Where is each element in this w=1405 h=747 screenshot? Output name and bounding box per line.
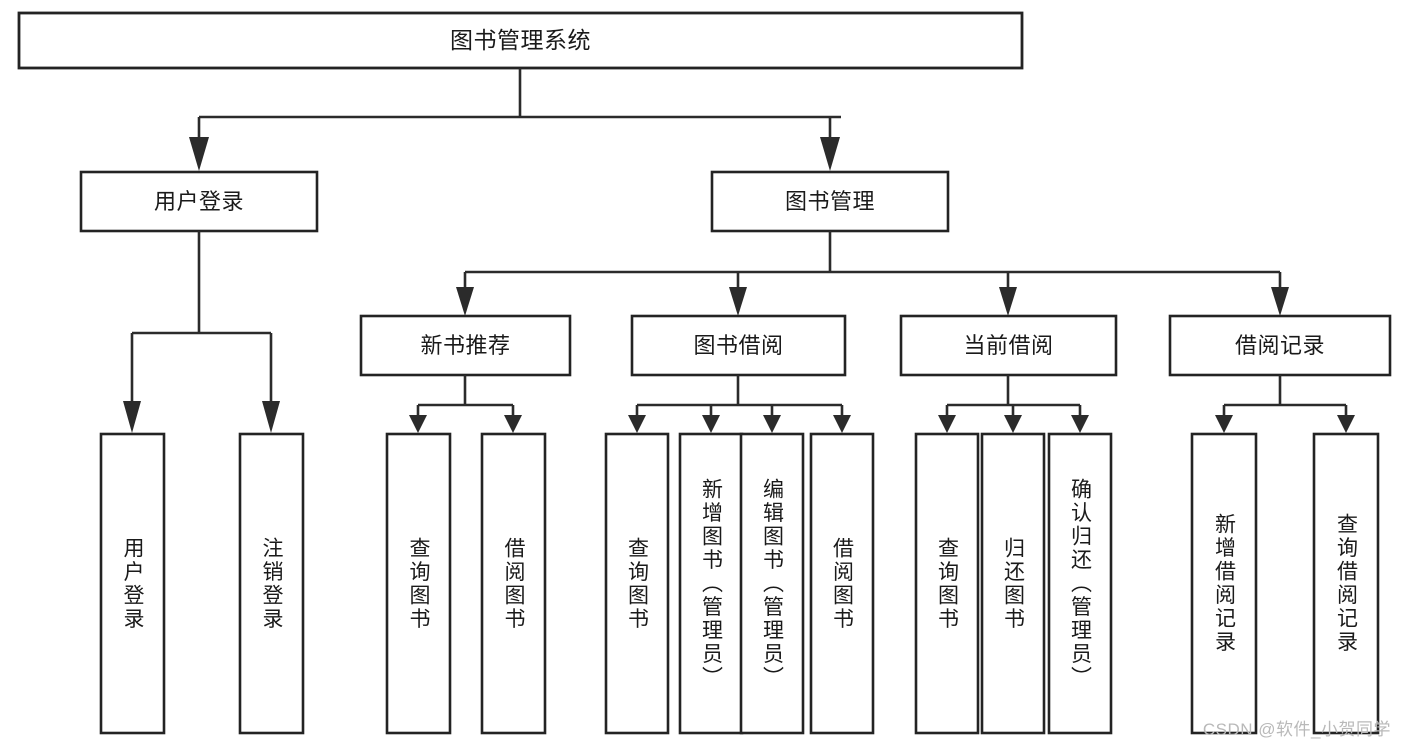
arrow-head-leaf-logout — [262, 401, 280, 433]
arrow-head-bb-leaf-1 — [628, 415, 646, 433]
node-box-new-book-recommend[interactable] — [359, 314, 572, 377]
arrow-head-user-login — [189, 137, 209, 171]
leaf-box-nb-borrow-book[interactable] — [480, 432, 547, 735]
leaf-box-cb-return-book[interactable] — [980, 432, 1046, 735]
leaf-box-cb-confirm-return[interactable] — [1047, 432, 1113, 735]
leaf-box-cb-query-book[interactable] — [914, 432, 980, 735]
arrow-head-nb-leaf-1 — [409, 415, 427, 433]
node-box-book-management[interactable] — [710, 170, 950, 233]
arrow-head-book-mgmt — [820, 137, 840, 171]
arrow-head-cb-leaf-1 — [938, 415, 956, 433]
node-box-root[interactable] — [17, 11, 1024, 70]
arrow-head-current-borrow — [999, 287, 1017, 316]
arrow-head-bb-leaf-4 — [833, 415, 851, 433]
node-box-borrow-record[interactable] — [1168, 314, 1392, 377]
arrow-head-br-leaf-2 — [1337, 415, 1355, 433]
leaf-box-bb-query-book[interactable] — [604, 432, 670, 735]
arrow-head-borrow-record — [1271, 287, 1289, 316]
arrow-head-leaf-user-login — [123, 401, 141, 433]
arrow-head-bb-leaf-3 — [763, 415, 781, 433]
node-box-user-login[interactable] — [79, 170, 319, 233]
arrow-head-new-book — [456, 287, 474, 316]
arrow-head-cb-leaf-3 — [1071, 415, 1089, 433]
leaf-box-br-add-record[interactable] — [1190, 432, 1258, 735]
node-box-book-borrow[interactable] — [630, 314, 847, 377]
arrow-head-nb-leaf-2 — [504, 415, 522, 433]
arrow-head-cb-leaf-2 — [1004, 415, 1022, 433]
watermark-text: CSDN @软件_小贺同学 — [1202, 720, 1391, 739]
leaf-box-user-login[interactable] — [99, 432, 166, 735]
arrow-head-book-borrow — [729, 287, 747, 316]
leaf-box-bb-borrow-book[interactable] — [809, 432, 875, 735]
leaf-box-nb-query-book[interactable] — [385, 432, 452, 735]
arrow-head-br-leaf-1 — [1215, 415, 1233, 433]
leaf-box-logout[interactable] — [238, 432, 305, 735]
leaf-box-bb-add-book[interactable] — [678, 432, 744, 735]
arrow-head-bb-leaf-2 — [702, 415, 720, 433]
leaf-box-br-query-record[interactable] — [1312, 432, 1380, 735]
node-box-current-borrow[interactable] — [899, 314, 1118, 377]
leaf-box-bb-edit-book[interactable] — [739, 432, 805, 735]
